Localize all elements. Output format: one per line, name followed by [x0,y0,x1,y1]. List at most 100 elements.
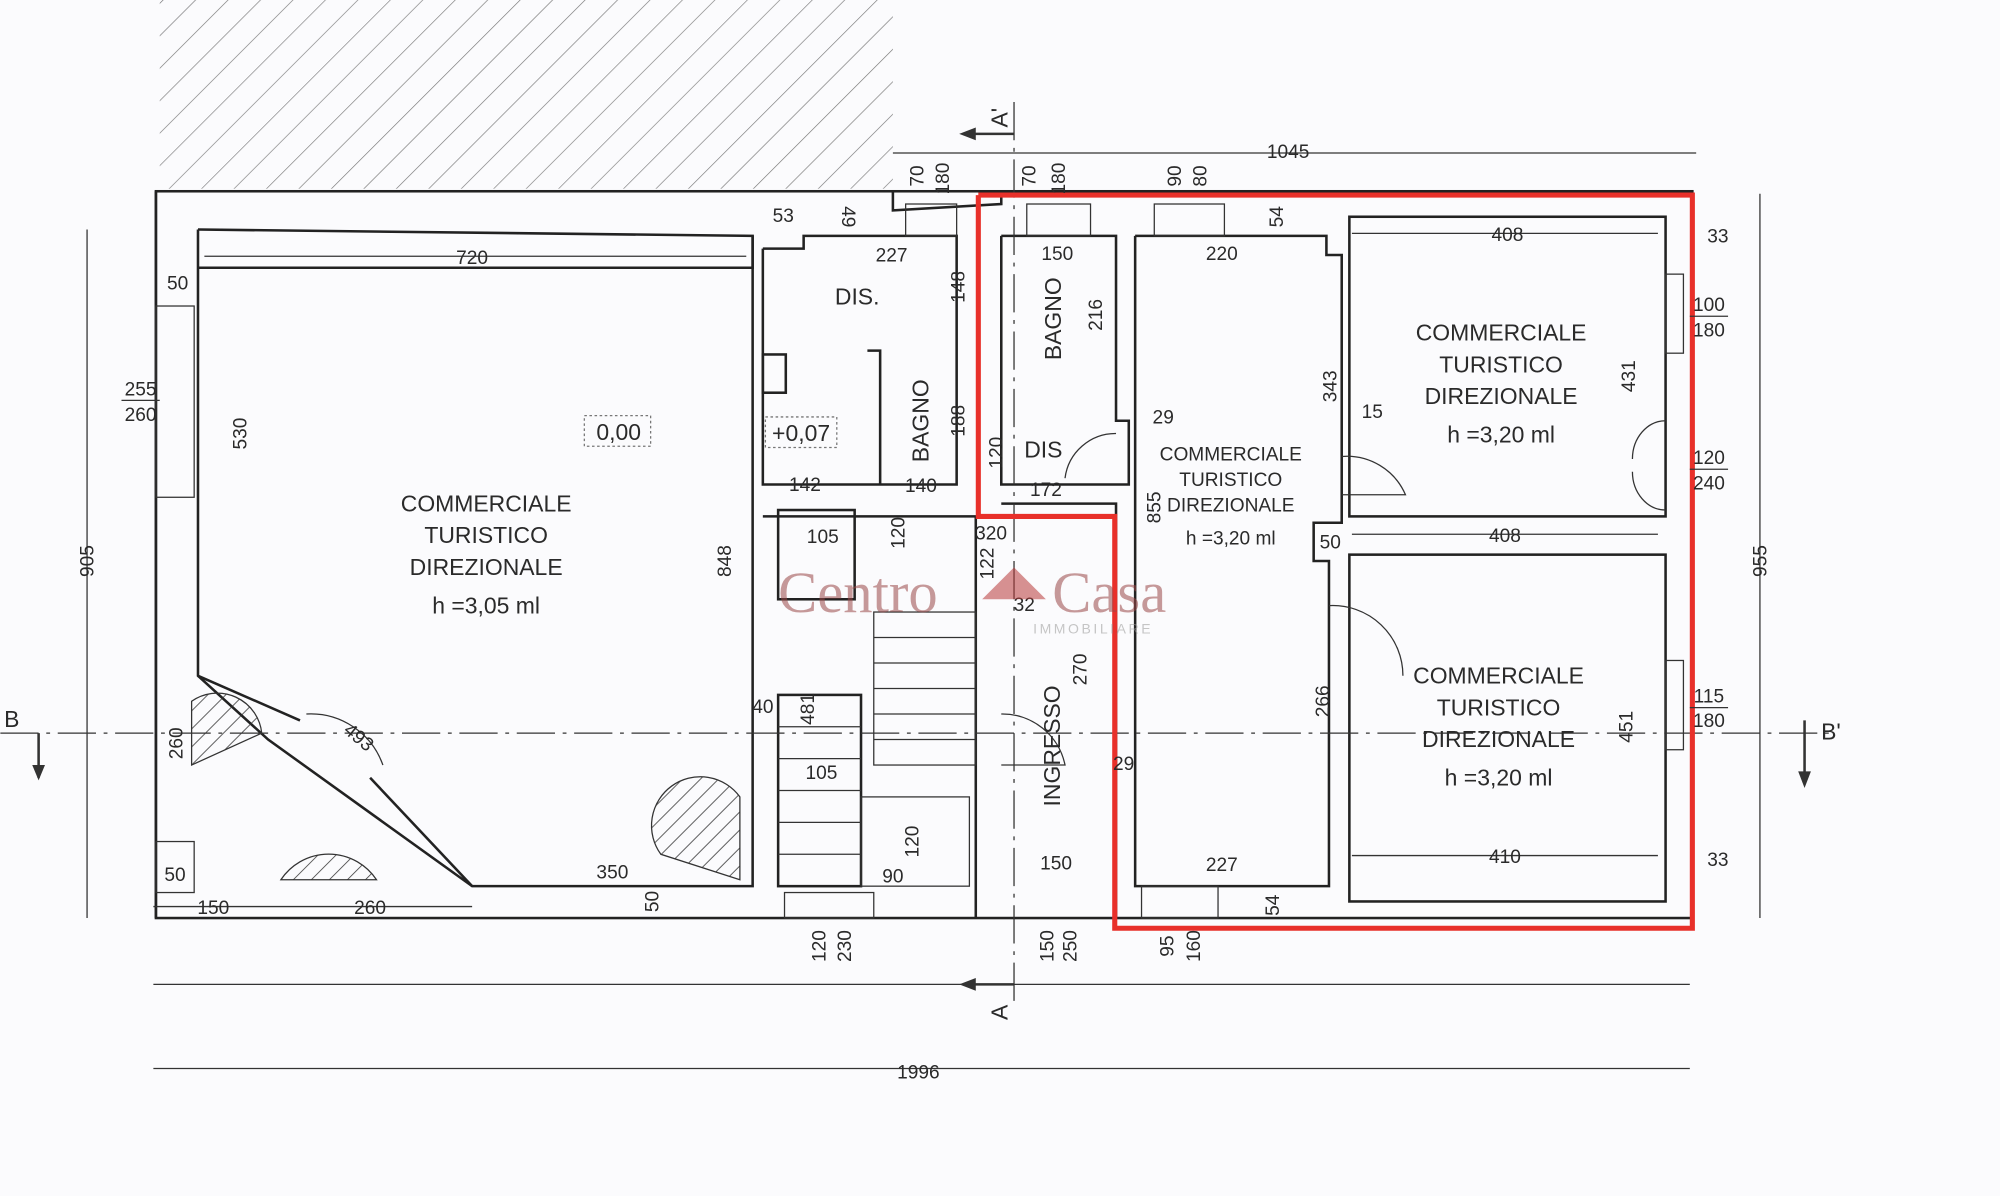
bagno-left-label: BAGNO [908,379,934,462]
svg-text:TURISTICO: TURISTICO [1437,694,1561,720]
svg-text:266: 266 [1313,685,1334,717]
svg-text:216: 216 [1086,299,1107,331]
walls [154,189,1694,920]
svg-text:33: 33 [1707,226,1728,247]
svg-text:481: 481 [798,693,819,725]
svg-text:530: 530 [230,418,251,450]
svg-text:h =3,20 ml: h =3,20 ml [1186,528,1276,549]
svg-text:DIREZIONALE: DIREZIONALE [1425,383,1578,409]
svg-text:148: 148 [948,271,969,303]
hatched-adjacent-area [159,0,893,189]
svg-text:408: 408 [1489,526,1521,547]
svg-text:451: 451 [1616,711,1637,743]
svg-text:70: 70 [907,165,928,186]
svg-text:80: 80 [1191,165,1212,186]
svg-text:250: 250 [1061,930,1082,962]
svg-text:343: 343 [1321,370,1342,402]
svg-text:150: 150 [1038,930,1059,962]
dimension-lines [0,102,1837,1070]
svg-text:105: 105 [807,527,839,548]
svg-text:120: 120 [1693,448,1725,469]
svg-text:15: 15 [1362,402,1383,423]
small-room-labels: DIS. +0,07 BAGNO BAGNO DIS INGRESSO [764,277,1066,806]
svg-text:Centro: Centro [778,560,938,625]
svg-text:493: 493 [339,720,377,757]
svg-text:955: 955 [1750,545,1771,577]
section-markers: B B' A' A [4,108,1841,1020]
svg-text:DIREZIONALE: DIREZIONALE [410,554,563,580]
svg-text:905: 905 [77,545,98,577]
svg-text:90: 90 [1165,165,1186,186]
svg-text:180: 180 [1049,163,1070,195]
svg-text:TURISTICO: TURISTICO [1439,351,1563,377]
svg-text:h =3,05 ml: h =3,05 ml [432,592,540,618]
svg-text:TURISTICO: TURISTICO [424,522,548,548]
svg-text:115: 115 [1694,687,1724,708]
section-b-prime-label: B' [1821,719,1841,745]
svg-text:350: 350 [596,863,628,884]
highlighted-unit-outline [975,192,1695,931]
svg-text:160: 160 [1184,930,1205,962]
svg-text:188: 188 [948,405,969,437]
svg-text:270: 270 [1071,653,1092,685]
section-a-prime-label: A' [987,108,1013,128]
svg-text:29: 29 [1113,754,1134,775]
svg-text:49: 49 [837,206,858,227]
svg-text:172: 172 [1030,480,1062,501]
svg-text:90: 90 [882,866,903,887]
svg-text:120: 120 [987,437,1008,469]
svg-text:122: 122 [978,548,999,580]
svg-text:h =3,20 ml: h =3,20 ml [1445,764,1553,790]
svg-text:408: 408 [1492,225,1524,246]
dis-left-label: DIS. [835,284,880,310]
floor-level: 0,00 [596,419,641,445]
svg-text:260: 260 [354,898,386,919]
svg-text:105: 105 [806,763,838,784]
room-main-left: COMMERCIALE TURISTICO DIREZIONALE h =3,0… [401,415,652,618]
svg-text:230: 230 [835,930,856,962]
svg-text:54: 54 [1263,894,1284,916]
svg-text:32: 32 [1014,595,1035,616]
room-center: COMMERCIALE TURISTICO DIREZIONALE h =3,2… [1160,444,1302,549]
svg-text:180: 180 [1693,711,1725,732]
svg-text:260: 260 [125,405,157,426]
svg-text:150: 150 [1040,854,1072,875]
svg-text:150: 150 [1041,244,1073,265]
svg-text:95: 95 [1157,935,1178,956]
svg-text:255: 255 [125,379,157,400]
svg-text:140: 140 [905,476,937,497]
svg-text:120: 120 [888,517,909,549]
svg-text:150: 150 [197,898,229,919]
section-b-label: B [4,706,19,732]
svg-text:220: 220 [1206,244,1238,265]
room-bottom-right: COMMERCIALE TURISTICO DIREZIONALE h =3,2… [1413,662,1584,790]
watermark-logo: Centro Casa IMMOBILIARE [778,560,1166,637]
svg-text:227: 227 [876,245,908,266]
svg-text:227: 227 [1206,855,1238,876]
svg-text:COMMERCIALE: COMMERCIALE [1416,319,1587,345]
svg-text:431: 431 [1619,360,1640,392]
svg-text:Casa: Casa [1052,560,1166,625]
svg-text:142: 142 [789,475,821,496]
svg-text:DIREZIONALE: DIREZIONALE [1422,726,1575,752]
svg-text:70: 70 [1020,165,1041,186]
svg-text:COMMERCIALE: COMMERCIALE [401,490,572,516]
section-a-label: A [987,1004,1013,1020]
svg-text:54: 54 [1267,206,1288,228]
svg-text:260: 260 [167,727,188,759]
svg-text:50: 50 [164,865,185,886]
svg-text:50: 50 [642,891,663,912]
ingresso-label: INGRESSO [1039,685,1065,806]
svg-text:410: 410 [1489,847,1521,868]
svg-text:h =3,20 ml: h =3,20 ml [1447,421,1555,447]
svg-text:120: 120 [902,826,923,858]
room-top-right: COMMERCIALE TURISTICO DIREZIONALE h =3,2… [1416,319,1587,447]
svg-text:855: 855 [1145,492,1166,524]
svg-text:100: 100 [1693,295,1725,316]
svg-text:720: 720 [456,248,488,269]
svg-text:29: 29 [1153,407,1174,428]
svg-text:TURISTICO: TURISTICO [1179,470,1282,491]
svg-text:50: 50 [1320,532,1341,553]
svg-text:IMMOBILIARE: IMMOBILIARE [1033,621,1153,637]
